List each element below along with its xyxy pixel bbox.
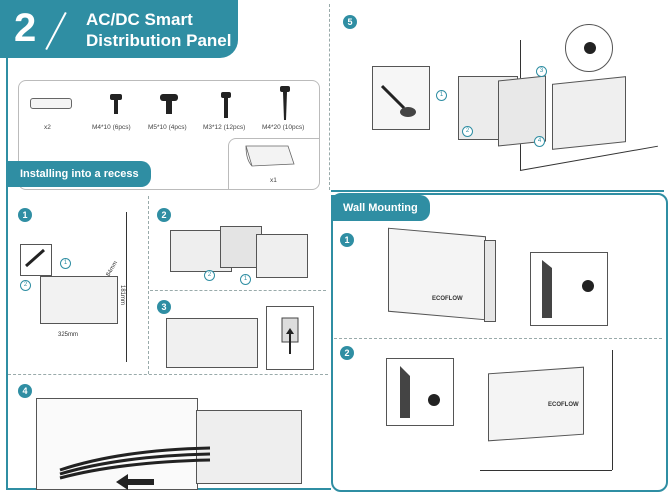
parts-list-box	[18, 80, 320, 190]
floor-line	[519, 145, 658, 171]
dimension-width: 325mm	[58, 332, 79, 338]
inset-marker-detail	[20, 244, 52, 276]
breaker-switch-icon	[281, 317, 299, 354]
recess-panel-breakers	[166, 318, 258, 368]
dimension-height: 181mm	[119, 284, 126, 306]
recess-step-4-number: 4	[18, 384, 32, 398]
step-5-number: 5	[343, 15, 357, 29]
part-label-m4x10: M4*10 (6pcs)	[92, 124, 131, 131]
wall-step-2-number: 2	[340, 346, 354, 360]
screw-m4x20-illustration	[280, 86, 290, 120]
recess-panel-inner-cover	[220, 226, 262, 268]
screwdriver-icon	[380, 84, 416, 117]
recess-opening	[40, 276, 118, 324]
inset-detail-screwdriver	[372, 66, 430, 130]
panel-front-cover	[552, 76, 626, 150]
section-header	[0, 0, 238, 58]
recess-panel-front-cover	[256, 234, 308, 278]
insert-arrow-icon	[116, 474, 154, 490]
callout-1-step5: 1	[436, 90, 447, 101]
recess-step-3-number: 3	[157, 300, 171, 314]
header-title-line2: Distribution Panel	[86, 31, 232, 50]
recess-wall-edge	[126, 212, 127, 362]
screw-m5x10-illustration	[160, 94, 178, 114]
recess-bottom-divider	[8, 374, 328, 375]
callout-1-recess1: 1	[60, 258, 71, 269]
callout-2-step5: 2	[462, 126, 473, 137]
recess-panel-wiring	[196, 410, 302, 484]
section-title-recess: Installing into a recess	[8, 161, 151, 187]
part-label-m5x10: M5*10 (4pcs)	[148, 124, 187, 131]
recess-step-1-number: 1	[18, 208, 32, 222]
part-label-m4x20: M4*20 (10pcs)	[262, 124, 305, 131]
header-step-number: 2	[14, 6, 37, 50]
cable-bundle-icon	[59, 446, 211, 480]
screw-m4x10-illustration	[110, 94, 122, 114]
wall-step-divider	[334, 338, 662, 339]
callout-4-step5: 4	[534, 136, 545, 147]
callout-1-recess2: 1	[240, 274, 251, 285]
part-label-panel: x2	[44, 124, 51, 131]
recess-row-divider	[150, 290, 326, 291]
column-divider	[329, 4, 330, 190]
wall-bracket	[484, 240, 496, 322]
cable-label-sheet-illustration	[245, 145, 295, 167]
recess-step-2-number: 2	[157, 208, 171, 222]
bracket-screw-icon	[542, 260, 594, 318]
wall-edge-line	[612, 350, 613, 470]
header-title-line1: AC/DC Smart	[86, 10, 193, 29]
callout-2-recess1: 2	[20, 280, 31, 291]
screw-detail-icon	[584, 42, 596, 54]
panel-part-illustration	[30, 98, 72, 109]
wall-step-1-number: 1	[340, 233, 354, 247]
part-label-sticker: x1	[270, 177, 277, 184]
section-title-wall: Wall Mounting	[331, 195, 430, 221]
recess-column-divider	[148, 196, 149, 374]
wall-floor-line	[480, 470, 612, 471]
part-label-m3x12: M3*12 (12pcs)	[203, 124, 246, 131]
inset-mount-detail	[386, 358, 454, 426]
callout-3-step5: 3	[536, 66, 547, 77]
screw-m3x12-illustration	[221, 92, 231, 118]
right-column-divider	[331, 190, 664, 192]
parts-subbox	[228, 138, 319, 189]
wall-panel-front	[388, 227, 486, 321]
mount-screw-icon	[400, 366, 440, 418]
panel-logo-wall2: ECOFLOW	[548, 402, 579, 408]
panel-logo-wall1: ECOFLOW	[432, 296, 463, 302]
wall-mounting-box	[331, 193, 668, 492]
callout-2-recess2: 2	[204, 270, 215, 281]
marker-pen-icon	[25, 248, 45, 268]
